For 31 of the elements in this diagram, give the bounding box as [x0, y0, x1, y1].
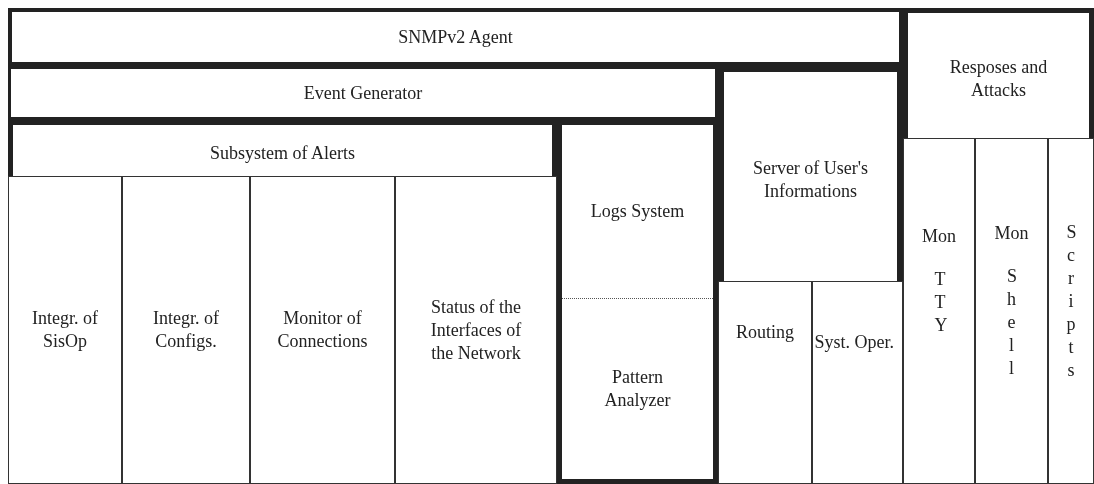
module-box: [903, 138, 975, 484]
module-label: SNMPv2 Agent: [398, 25, 513, 49]
module-box: [395, 176, 557, 484]
group-title: Server of User's Informations: [751, 156, 870, 203]
layer-box: [8, 66, 718, 120]
module-box: [812, 281, 903, 484]
layer-box: [903, 8, 1094, 484]
module-label: Integr. of Configs.: [152, 307, 220, 353]
module-label: Routing: [736, 321, 794, 344]
module-label: Mon Shell: [994, 222, 1029, 380]
module-label: Mon TTY: [922, 225, 956, 337]
module-box: [8, 176, 122, 484]
module-label: Status of the Interfaces of the Network: [429, 295, 523, 365]
module-label: Scripts: [1066, 220, 1076, 382]
module-box: [122, 176, 250, 484]
group-title: Resposes and Attacks: [948, 56, 1049, 102]
module-label: Event Generator: [303, 81, 423, 105]
layer-box: [718, 66, 903, 484]
layer-box: [8, 8, 903, 66]
layer-box: [557, 120, 718, 484]
module-label: Integr. of SisOp: [31, 307, 99, 353]
layer-box: [8, 120, 557, 484]
module-label: Pattern Analyzer: [603, 365, 672, 412]
module-box: [1048, 138, 1094, 484]
module-label: Monitor of Connections: [276, 307, 369, 353]
module-label: Logs System: [590, 200, 685, 223]
module-box: [250, 176, 395, 484]
module-label: Syst. Oper.: [814, 331, 894, 354]
module-box: [718, 281, 812, 484]
module-box: [975, 138, 1048, 484]
group-title: Subsystem of Alerts: [210, 141, 355, 165]
